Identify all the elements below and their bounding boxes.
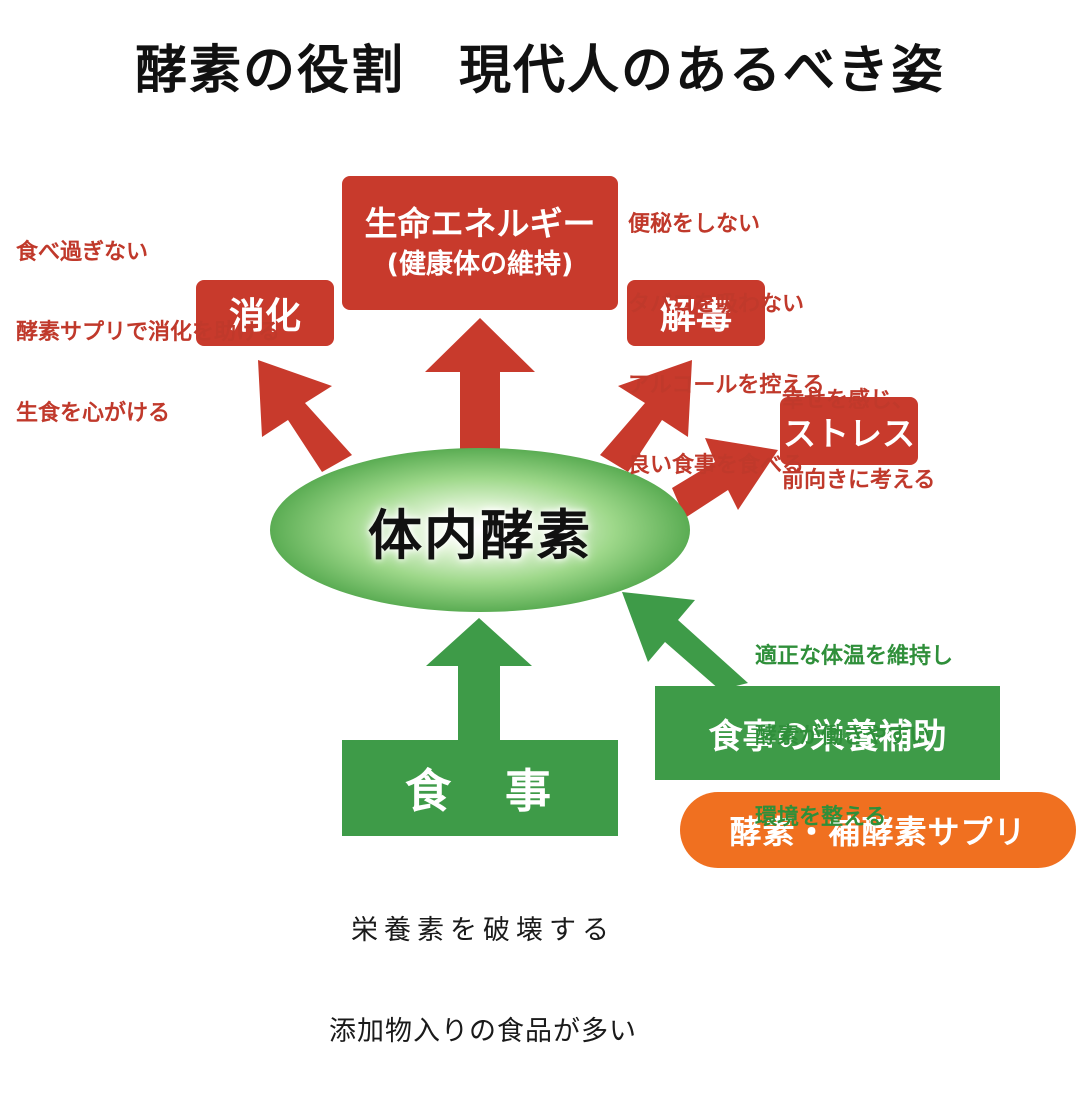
- note-line: アルコールを控える: [628, 372, 825, 398]
- nutrition-support-label: 食事の栄養補助: [708, 716, 947, 757]
- energy-sublabel: (健康体の維持): [386, 248, 574, 280]
- detox-notes: 便秘をしない タバコを吸わない アルコールを控える 良い食事を食べる: [628, 158, 825, 534]
- body-enzyme-label: 体内酵素: [368, 503, 592, 567]
- supplement-pill: 酵素・補酵素サプリ: [680, 792, 1076, 868]
- arrow-to-detox: [600, 360, 692, 472]
- note-line: 食べ過ぎない: [16, 239, 149, 265]
- arrows-layer: [258, 318, 778, 742]
- meal-box: 食 事: [342, 740, 618, 836]
- meal-notes: 栄養素を破壊する 添加物入りの食品が多い: [318, 846, 648, 1116]
- arrow-from-meal: [426, 618, 532, 742]
- note-line: 前向きに考える: [782, 468, 936, 494]
- nutrition-support-box: 食事の栄養補助: [655, 686, 1000, 780]
- note-line: 酵素が働きやすい: [755, 724, 932, 750]
- body-enzyme-ellipse: 体内酵素: [270, 448, 690, 612]
- diagram-stage: 酵素の役割 現代人のあるべき姿 生命エネルギー (健康体の維持) 消化 解毒 ス…: [16, 41, 1076, 1047]
- note-line: 環境を整える: [755, 804, 887, 830]
- arrow-to-digestion: [258, 360, 352, 472]
- arrow-to-stress: [672, 438, 778, 518]
- note-line: タバコを吸わない: [628, 292, 805, 318]
- stress-notes: 幸せを感じ、 前向きに考える: [782, 334, 935, 549]
- diagram-title: 酵素の役割 現代人のあるべき姿: [134, 41, 945, 101]
- arrow-up-energy: [425, 318, 535, 460]
- digestion-label: 消化: [228, 296, 301, 337]
- digestion-box: 消化: [196, 280, 334, 346]
- detox-box: 解毒: [627, 280, 765, 346]
- meal-label: 食 事: [405, 764, 555, 818]
- stress-label: ストレス: [783, 414, 915, 453]
- nutrition-notes: 適正な体温を維持し 酵素が働きやすい 環境を整える: [755, 590, 953, 885]
- digestion-notes: 食べ過ぎない 酵素サプリで消化を助ける 生食を心がける: [16, 186, 280, 481]
- supplement-label: 酵素・補酵素サプリ: [729, 813, 1027, 851]
- note-line: 生食を心がける: [16, 400, 171, 426]
- note-line: 便秘をしない: [628, 211, 761, 237]
- note-line: 酵素サプリで消化を助ける: [16, 320, 281, 346]
- energy-box: 生命エネルギー (健康体の維持): [342, 176, 618, 310]
- energy-label: 生命エネルギー: [364, 203, 596, 243]
- note-line: 適正な体温を維持し: [755, 643, 954, 669]
- detox-label: 解毒: [659, 296, 732, 337]
- note-line: 添加物入りの食品が多い: [329, 1015, 637, 1047]
- arrow-from-nutrition: [622, 592, 748, 690]
- note-line: 幸せを感じ、: [782, 387, 915, 413]
- stress-box: ストレス: [780, 397, 918, 465]
- note-line: 栄養素を破壊する: [351, 914, 615, 946]
- note-line: 良い食事を食べる: [628, 453, 805, 479]
